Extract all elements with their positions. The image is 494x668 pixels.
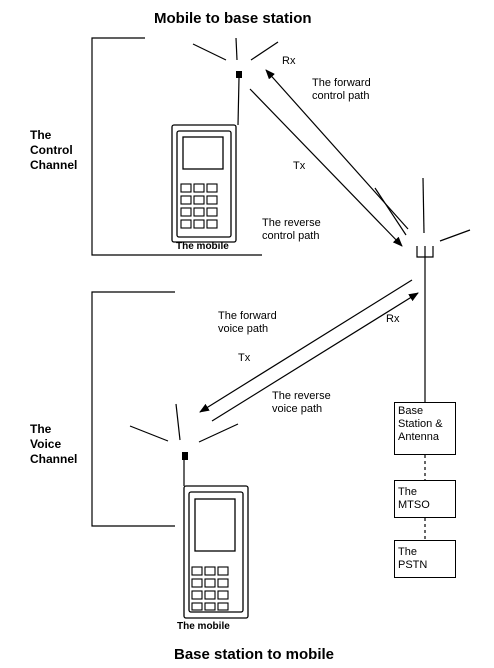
forward-control-line1: The forward — [312, 77, 371, 90]
voice-rx-label: Rx — [386, 313, 399, 326]
reverse-voice-label: The reverse voice path — [272, 390, 331, 416]
voice-channel-line1: The — [30, 422, 77, 437]
mtso-line1: The — [398, 486, 452, 499]
base-station-line1: Base — [398, 405, 452, 418]
mtso-box: The MTSO — [394, 480, 456, 518]
reverse-voice-line1: The reverse — [272, 390, 331, 403]
forward-control-label: The forward control path — [312, 77, 371, 103]
reverse-voice-line2: voice path — [272, 403, 331, 416]
pstn-line1: The — [398, 546, 452, 559]
pstn-line2: PSTN — [398, 559, 452, 572]
top-phone-icon — [172, 125, 236, 242]
bottom-mobile-label: The mobile — [177, 621, 230, 632]
title-bottom: Base station to mobile — [174, 646, 334, 663]
control-channel-line3: Channel — [30, 158, 77, 173]
reverse-control-line2: control path — [262, 230, 321, 243]
forward-voice-line2: voice path — [218, 323, 277, 336]
control-channel-line2: Control — [30, 143, 77, 158]
reverse-control-label: The reverse control path — [262, 217, 321, 243]
voice-tx-label: Tx — [238, 352, 250, 365]
forward-voice-line1: The forward — [218, 310, 277, 323]
pstn-box: The PSTN — [394, 540, 456, 578]
mtso-line2: MTSO — [398, 499, 452, 512]
bottom-phone-icon — [184, 486, 248, 618]
forward-voice-label: The forward voice path — [218, 310, 277, 336]
control-channel-label: The Control Channel — [30, 128, 77, 173]
base-station-line2: Station & — [398, 418, 452, 431]
base-station-line3: Antenna — [398, 431, 452, 444]
voice-channel-bracket — [92, 292, 175, 526]
title-top: Mobile to base station — [154, 10, 312, 27]
reverse-control-line1: The reverse — [262, 217, 321, 230]
voice-channel-label: The Voice Channel — [30, 422, 77, 467]
base-station-box: Base Station & Antenna — [394, 402, 456, 455]
bottom-mobile-antenna — [130, 404, 238, 486]
control-tx-label: Tx — [293, 160, 305, 173]
top-mobile-label: The mobile — [176, 241, 229, 252]
forward-control-line2: control path — [312, 90, 371, 103]
voice-channel-line3: Channel — [30, 452, 77, 467]
voice-channel-line2: Voice — [30, 437, 77, 452]
control-channel-line1: The — [30, 128, 77, 143]
control-rx-label: Rx — [282, 55, 295, 68]
top-mobile-antenna — [193, 38, 278, 125]
